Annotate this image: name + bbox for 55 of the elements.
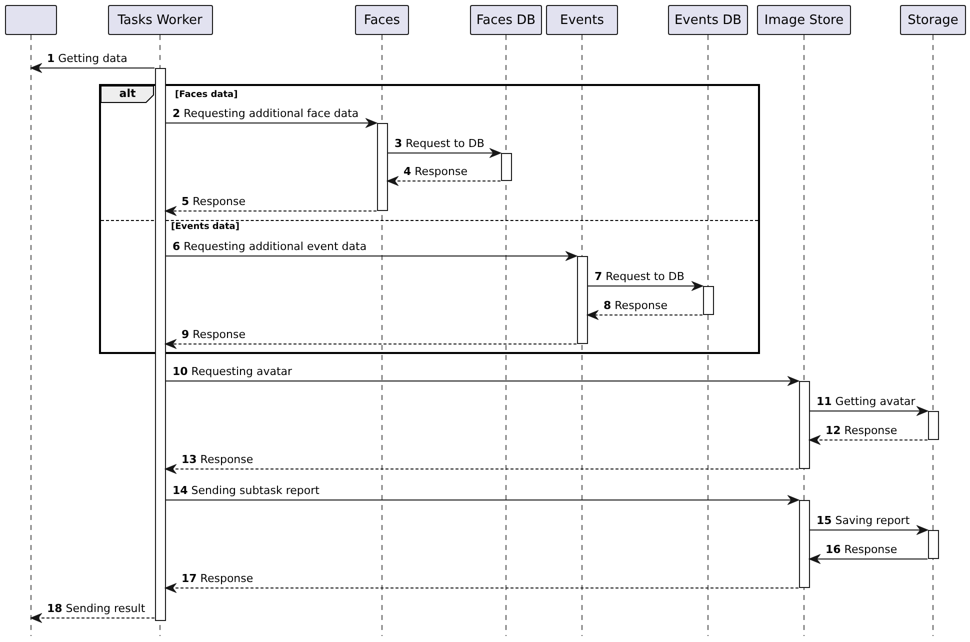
message-label: 11 Getting avatar bbox=[816, 395, 916, 408]
participant-box: Faces bbox=[355, 5, 409, 35]
message-label: 10 Requesting avatar bbox=[172, 365, 292, 378]
message-arrow bbox=[809, 554, 928, 564]
message-arrow bbox=[165, 496, 799, 504]
message-arrow bbox=[165, 376, 799, 386]
activation-bar bbox=[376, 123, 388, 211]
activation-bar bbox=[154, 68, 166, 621]
message-arrow bbox=[809, 406, 928, 416]
message-label: 4 Response bbox=[404, 165, 468, 178]
activation-bar bbox=[928, 530, 938, 559]
message-label: 12 Response bbox=[826, 424, 898, 437]
message-label: 18 Sending result bbox=[47, 602, 146, 615]
message-arrow bbox=[587, 310, 703, 320]
message-label: 16 Response bbox=[826, 543, 898, 556]
message-arrow bbox=[387, 148, 501, 158]
message-arrow bbox=[165, 118, 377, 128]
message-label: 13 Response bbox=[182, 453, 254, 466]
participant-box: Faces DB bbox=[470, 5, 542, 35]
message-label: 9 Response bbox=[182, 328, 246, 341]
message-label: 6 Requesting additional event data bbox=[172, 240, 367, 253]
message-label: 17 Response bbox=[182, 572, 254, 585]
guard-condition: [Faces data] bbox=[175, 90, 238, 101]
activation-bar bbox=[702, 286, 714, 315]
message-arrow bbox=[809, 526, 928, 534]
message-arrow bbox=[809, 436, 928, 444]
message-arrow bbox=[587, 282, 703, 290]
activation-bar bbox=[798, 381, 810, 469]
message-arrow bbox=[165, 340, 577, 348]
activation-bar bbox=[576, 256, 588, 344]
message-arrow bbox=[165, 464, 799, 474]
message-arrow bbox=[30, 64, 155, 72]
message-arrow bbox=[165, 252, 577, 260]
message-arrow bbox=[387, 176, 501, 186]
message-label: 1 Getting data bbox=[47, 52, 128, 65]
message-arrow bbox=[165, 206, 377, 216]
guard-condition: [Events data] bbox=[171, 222, 240, 233]
message-label: 2 Requesting additional face data bbox=[172, 107, 359, 120]
message-label: 8 Response bbox=[604, 299, 668, 312]
message-label: 5 Response bbox=[182, 195, 246, 208]
message-label: 15 Saving report bbox=[816, 514, 910, 527]
activation-bar bbox=[798, 500, 810, 588]
participant-box: Storage bbox=[900, 5, 966, 35]
participant-box: Tasks Worker bbox=[108, 5, 212, 35]
message-arrow bbox=[30, 614, 155, 622]
message-label: 7 Request to DB bbox=[594, 270, 684, 283]
activation-bar bbox=[928, 411, 938, 440]
activation-bar bbox=[500, 153, 512, 181]
message-arrow bbox=[165, 584, 799, 592]
message-label: 3 Request to DB bbox=[394, 137, 484, 150]
message-label: 14 Sending subtask report bbox=[172, 484, 320, 497]
participant-box: Image Store bbox=[757, 5, 851, 35]
participant-box: Events DB bbox=[668, 5, 748, 35]
frame-operator-tab: alt bbox=[101, 86, 154, 103]
participant-box: Events bbox=[546, 5, 618, 35]
